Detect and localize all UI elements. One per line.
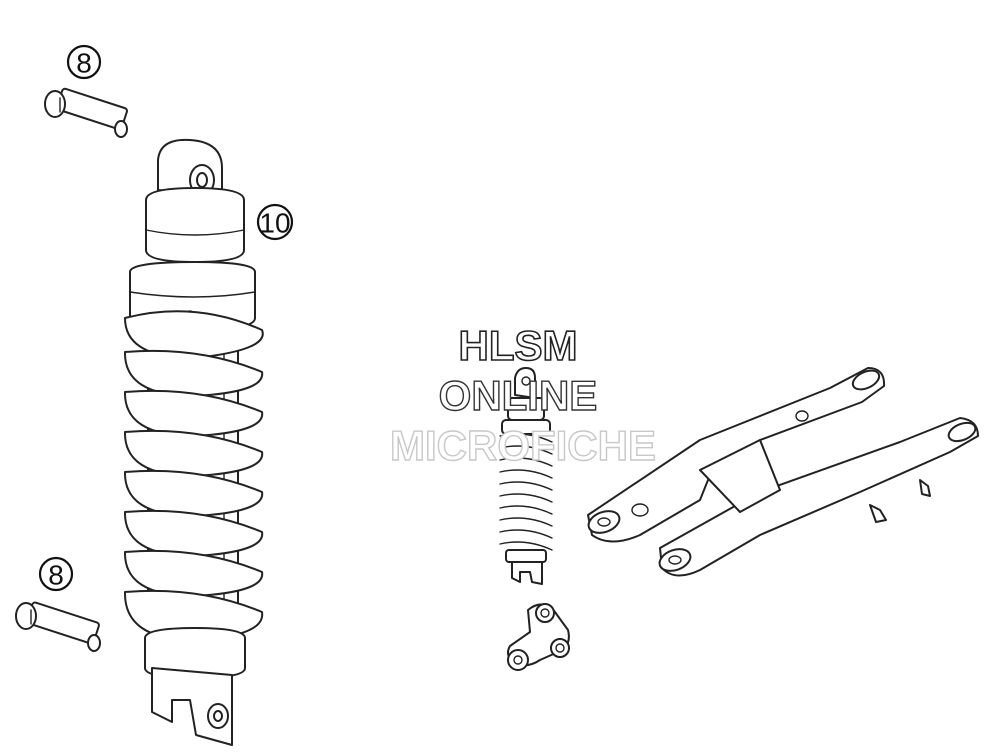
bolt-top[interactable] bbox=[44, 87, 128, 138]
callout-8-top[interactable]: 8 bbox=[66, 44, 102, 80]
spring-coils bbox=[123, 310, 264, 641]
callout-8-top-label: 8 bbox=[76, 48, 92, 79]
watermark-line-1: HLSM bbox=[459, 322, 578, 369]
swingarm[interactable] bbox=[586, 367, 979, 577]
watermark-line-3: MICROFICHE bbox=[390, 422, 656, 469]
bolt-bottom[interactable] bbox=[15, 601, 101, 652]
shock-absorber-small[interactable] bbox=[499, 367, 553, 585]
callout-8-bottom[interactable]: 8 bbox=[38, 556, 74, 592]
watermark-line-2: ONLINE bbox=[439, 372, 598, 419]
linkage-lever[interactable] bbox=[507, 603, 570, 671]
callout-8-bottom-label: 8 bbox=[48, 560, 64, 591]
callout-10[interactable]: 10 bbox=[256, 203, 294, 241]
callout-10-label: 10 bbox=[259, 208, 290, 239]
watermark: HLSM ONLINE MICROFICHE bbox=[389, 321, 656, 470]
shock-absorber[interactable] bbox=[123, 138, 264, 746]
